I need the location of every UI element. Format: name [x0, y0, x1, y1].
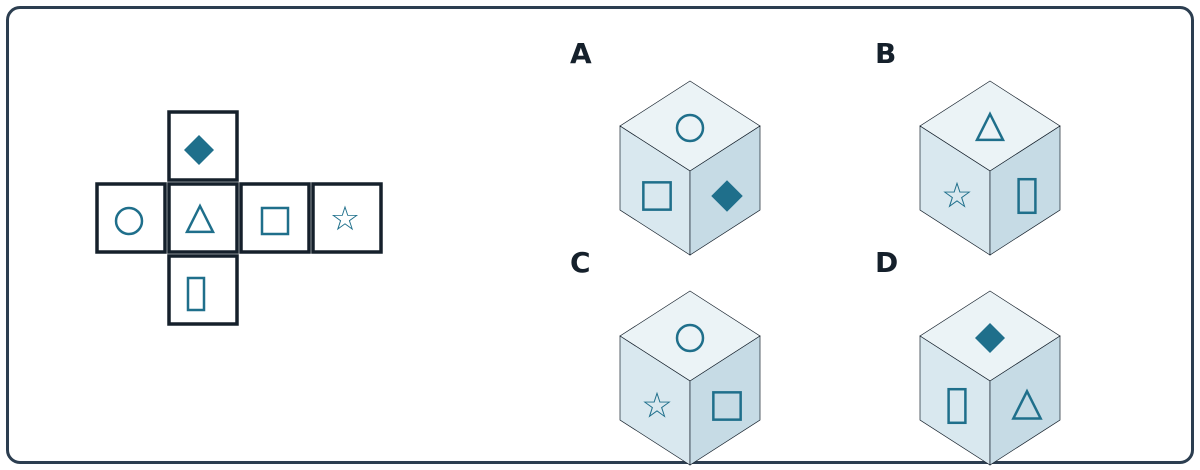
net-face-center: [167, 182, 239, 254]
net-face-far-right: ☆: [311, 182, 383, 254]
svg-text:☆: ☆: [330, 199, 360, 239]
option-label-d: D: [875, 246, 898, 279]
option-d[interactable]: D: [875, 246, 1061, 466]
cube-right-face: [689, 335, 761, 466]
net-face-left: [95, 182, 167, 254]
option-label-c: C: [570, 246, 591, 279]
option-c-cube[interactable]: ☆: [619, 290, 761, 466]
circle-icon: [114, 206, 144, 236]
option-b-cube[interactable]: ☆: [919, 80, 1061, 256]
star-icon: ☆: [330, 199, 360, 239]
option-a[interactable]: A: [570, 37, 761, 256]
option-b[interactable]: B ☆: [875, 37, 1061, 256]
diamond-icon: [975, 323, 1005, 353]
star-icon: ☆: [941, 176, 973, 217]
triangle-icon: [974, 111, 1006, 142]
option-label-a: A: [570, 37, 592, 70]
option-label-b: B: [875, 37, 896, 70]
square-icon: [712, 391, 742, 421]
tall-rectangle-icon: [1017, 177, 1037, 215]
diamond-icon: [711, 180, 743, 212]
tall-rectangle-icon: [947, 387, 967, 425]
svg-text:☆: ☆: [641, 386, 673, 427]
option-d-cube[interactable]: [919, 290, 1061, 466]
square-icon: [642, 181, 672, 211]
cube-right-face: [989, 335, 1061, 466]
cube-net: ☆: [95, 110, 383, 326]
net-face-right: [239, 182, 311, 254]
svg-text:☆: ☆: [941, 176, 973, 217]
square-icon: [260, 206, 290, 236]
triangle-icon: [1011, 388, 1043, 420]
diamond-icon: [184, 135, 214, 165]
tall-rectangle-icon: [186, 276, 206, 312]
net-face-bottom: [167, 254, 239, 326]
circle-icon: [675, 323, 705, 353]
cube-right-face: [989, 125, 1061, 256]
option-a-cube[interactable]: [619, 80, 761, 256]
star-icon: ☆: [641, 386, 673, 427]
net-face-top: [167, 110, 239, 182]
circle-icon: [675, 113, 705, 143]
triangle-icon: [184, 203, 216, 234]
option-c[interactable]: C ☆: [570, 246, 761, 466]
